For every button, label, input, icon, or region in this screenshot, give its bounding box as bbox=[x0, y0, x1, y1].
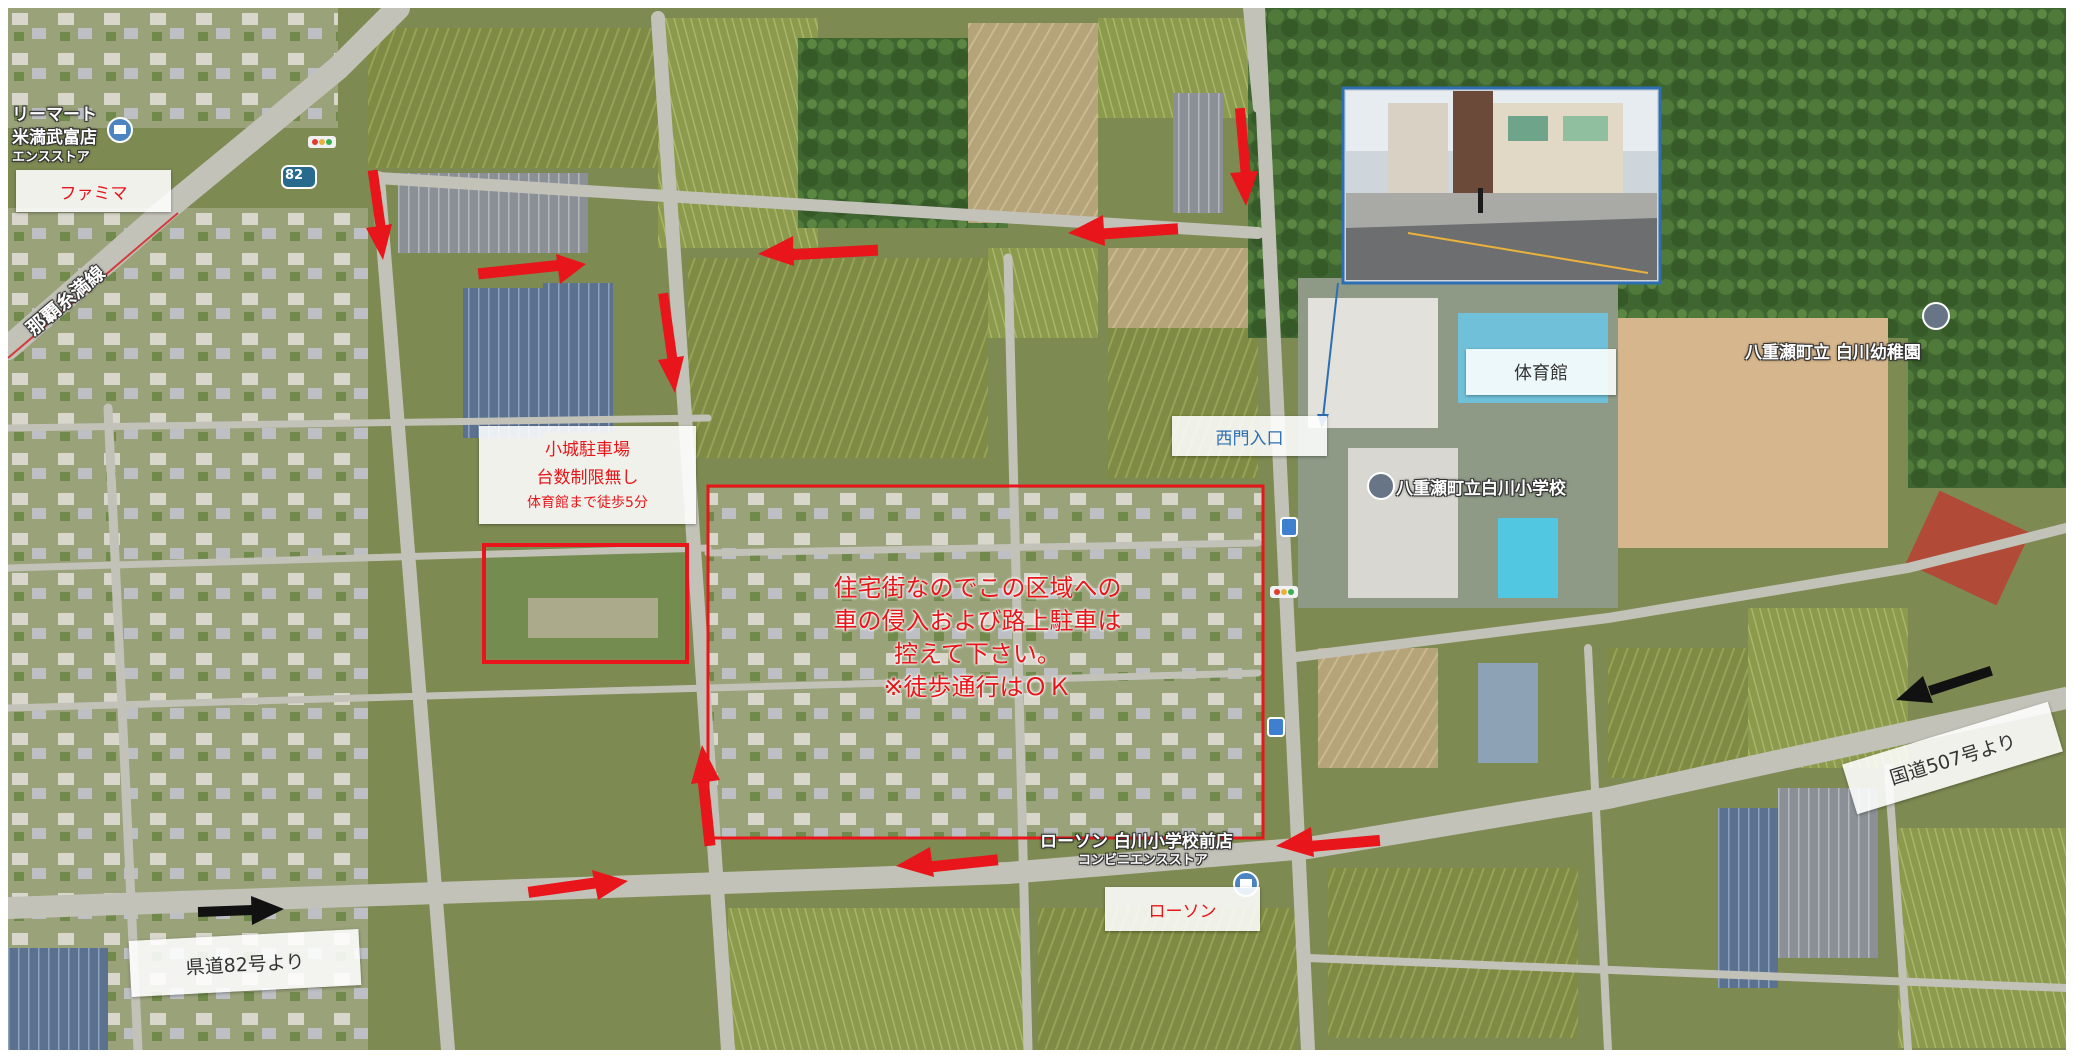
field bbox=[968, 23, 1098, 223]
warning-line-1: 住宅街なのでこの区域への bbox=[833, 574, 1122, 602]
gym-callout: 体育館 bbox=[1466, 349, 1616, 395]
red-route-arrows bbox=[366, 107, 1381, 900]
forest bbox=[1908, 338, 2066, 488]
field bbox=[1328, 868, 1578, 1038]
route-arrow-down bbox=[366, 169, 392, 260]
lawson-store-sublabel: コンビニエンスストア bbox=[1078, 853, 1208, 868]
warning-line-3: 控えて下さい。 bbox=[894, 640, 1061, 668]
west-gate-callout: 西門入口 bbox=[1172, 416, 1327, 456]
greenhouse bbox=[1718, 808, 1778, 988]
lawson-callout: ローソン bbox=[1105, 887, 1260, 931]
route-arrow-right bbox=[477, 254, 586, 284]
store-label-line2: 米満武富店 bbox=[12, 128, 97, 148]
field bbox=[1318, 648, 1438, 768]
convenience-store-pin-glyph bbox=[114, 125, 126, 134]
route-shield-label: 82 bbox=[285, 168, 304, 183]
warning-line-4: ※徒歩通行はＯＫ bbox=[883, 673, 1072, 701]
parking-lot-soil bbox=[528, 598, 658, 638]
prefectural-road-82-label: 県道82号より bbox=[185, 950, 305, 979]
kindergarten-pin-icon bbox=[1922, 302, 1950, 330]
route-arrow-left bbox=[758, 236, 879, 266]
route-arrow-down bbox=[1230, 107, 1258, 206]
route-arrow-right bbox=[527, 870, 628, 900]
field bbox=[1608, 648, 1748, 778]
greenhouse bbox=[8, 948, 108, 1050]
black-route-arrows bbox=[197, 666, 1993, 925]
solar-panels bbox=[1478, 663, 1538, 763]
field bbox=[1108, 248, 1248, 328]
route-arrow-left bbox=[896, 847, 999, 877]
famima-callout: ファミマ bbox=[16, 170, 171, 212]
route-arrow-left bbox=[1068, 215, 1179, 246]
school-building bbox=[1348, 448, 1458, 598]
school-building bbox=[1308, 298, 1438, 428]
greenhouse bbox=[1173, 93, 1223, 213]
field bbox=[658, 18, 818, 248]
west-gate-label: 西門入口 bbox=[1215, 428, 1284, 449]
field bbox=[1038, 908, 1298, 1050]
lawson-label: ローソン bbox=[1148, 901, 1217, 922]
route-shield-icon bbox=[281, 165, 317, 189]
pool bbox=[1498, 518, 1558, 598]
rail-road-edge bbox=[8, 212, 179, 359]
bus-stop-icon bbox=[1280, 517, 1298, 537]
parking-note-walk: 体育館まで徒歩5分 bbox=[527, 495, 648, 511]
store-label-line1: リーマート bbox=[12, 105, 97, 125]
lawson-store-label: ローソン 白川小学校前店 bbox=[1040, 832, 1233, 852]
parking-lot-box bbox=[482, 543, 689, 664]
parking-note-title: 小城駐車場 bbox=[545, 440, 630, 460]
restricted-zone-warning: 住宅街なのでこの区域への 車の侵入および路上駐車は 控えて下さい。 ※徒歩通行は… bbox=[710, 572, 1245, 704]
school-pin-icon bbox=[1367, 472, 1395, 500]
aerial-map[interactable] bbox=[8, 8, 2066, 1050]
playground bbox=[1618, 318, 1888, 548]
kindergarten-label: 八重瀬町立 白川幼稚園 bbox=[1745, 343, 1921, 363]
famima-label: ファミマ bbox=[59, 183, 128, 204]
greenhouse bbox=[463, 288, 543, 438]
residential-area-west bbox=[8, 208, 368, 1050]
traffic-signal-icon bbox=[308, 136, 336, 148]
bus-stop-icon bbox=[1267, 717, 1285, 737]
store-label-line3: エンスストア bbox=[12, 150, 90, 165]
route-arrow-left bbox=[1896, 666, 1993, 703]
photo-inset bbox=[1341, 86, 1662, 285]
route-arrow-down bbox=[658, 292, 684, 393]
traffic-signal-icon bbox=[1270, 586, 1298, 598]
greenhouse bbox=[543, 283, 613, 433]
school-label: 八重瀬町立白川小学校 bbox=[1396, 479, 1566, 499]
field bbox=[1898, 828, 2066, 1048]
greenhouse bbox=[1778, 788, 1878, 958]
route-arrow-up bbox=[691, 745, 720, 847]
restricted-zone-box bbox=[706, 484, 1265, 840]
warning-line-2: 車の侵入および路上駐車は bbox=[833, 607, 1122, 635]
field bbox=[368, 28, 658, 168]
lawson-pin-glyph bbox=[1240, 879, 1252, 888]
route-arrow-right bbox=[197, 896, 284, 925]
gym-label: 体育館 bbox=[1514, 363, 1568, 384]
parking-note-capacity: 台数制限無し bbox=[536, 468, 639, 488]
parking-note: 小城駐車場 台数制限無し 体育館まで徒歩5分 bbox=[479, 426, 696, 524]
field bbox=[688, 258, 988, 458]
callout-pointer-line bbox=[1322, 282, 1339, 419]
field bbox=[728, 908, 1028, 1050]
route-arrow-left bbox=[1276, 827, 1381, 857]
